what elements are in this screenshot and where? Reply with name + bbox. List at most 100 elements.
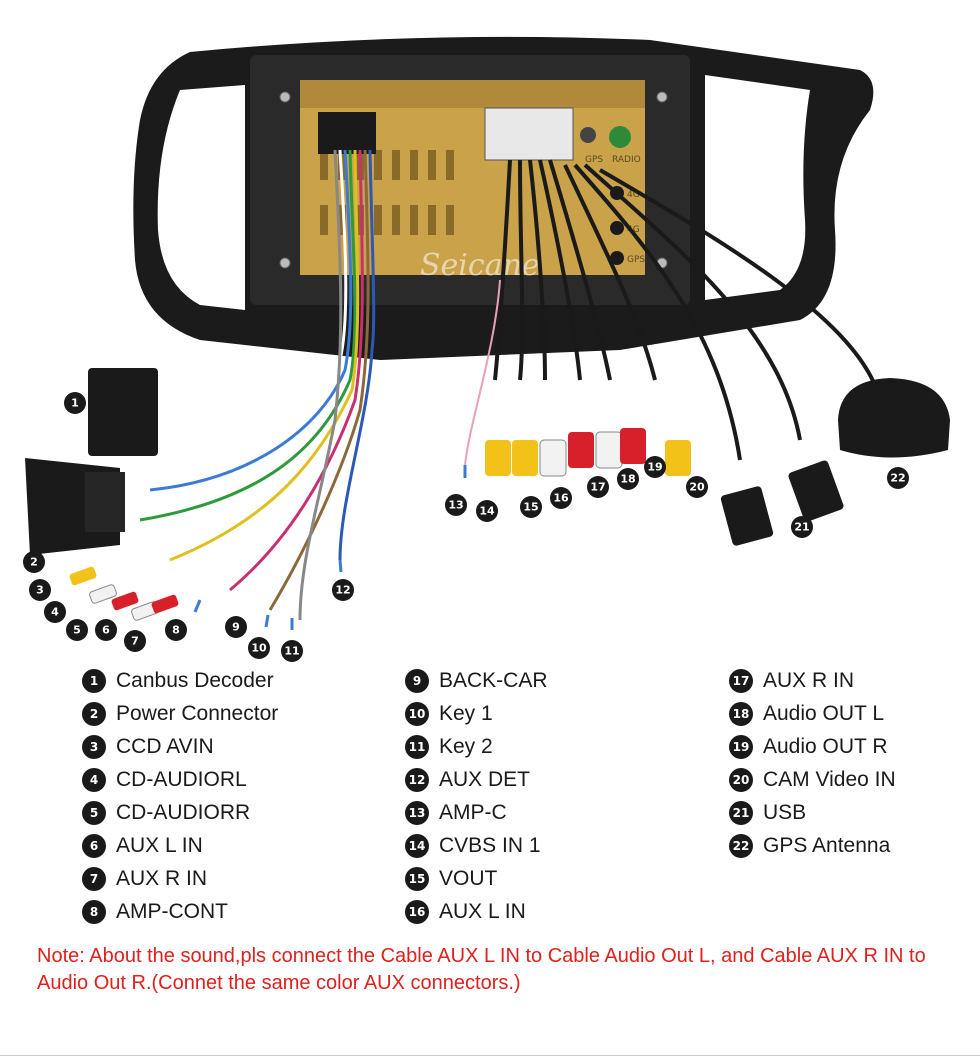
legend-badge: 5 xyxy=(82,800,106,825)
left-rca-connectors xyxy=(69,566,179,621)
svg-text:21: 21 xyxy=(794,521,809,534)
legend-badge: 1 xyxy=(82,668,106,693)
svg-text:18: 18 xyxy=(620,473,635,486)
legend-label: Audio OUT L xyxy=(763,701,885,725)
gps-antenna-body xyxy=(838,378,950,458)
panel-label: GPS xyxy=(585,155,603,165)
svg-text:15: 15 xyxy=(523,501,538,514)
legend-badge: 17 xyxy=(729,668,753,693)
svg-text:22: 22 xyxy=(890,472,905,485)
bezel-right-cutout xyxy=(705,75,810,300)
svg-text:4: 4 xyxy=(51,606,59,619)
legend-label: CAM Video IN xyxy=(763,767,896,791)
badge-21: 21 xyxy=(791,516,813,538)
legend-badge: 8 xyxy=(82,899,106,924)
svg-text:7: 7 xyxy=(131,635,139,648)
legend-badge: 20 xyxy=(729,767,753,792)
legend-badge: 21 xyxy=(729,800,753,825)
badge-17: 17 xyxy=(587,476,609,498)
legend-badge: 7 xyxy=(82,866,106,891)
radio-port xyxy=(609,126,631,148)
power-connector-plug xyxy=(85,472,125,532)
legend-badge: 15 xyxy=(405,866,429,891)
svg-text:8: 8 xyxy=(172,624,180,637)
legend-label: USB xyxy=(763,800,807,824)
badge-15: 15 xyxy=(520,496,542,518)
legend-label: CCD AVIN xyxy=(116,734,214,758)
svg-text:14: 14 xyxy=(479,505,495,518)
legend-item: 22 GPS Antenna xyxy=(729,829,896,862)
svg-text:9: 9 xyxy=(232,621,240,634)
legend-item: 5 CD-AUDIORR xyxy=(82,796,278,829)
svg-text:5: 5 xyxy=(73,624,81,637)
legend-label: AMP-C xyxy=(439,800,507,824)
badge-2: 2 xyxy=(23,551,45,573)
badge-18: 18 xyxy=(617,468,639,490)
svg-text:2: 2 xyxy=(30,556,38,569)
badge-10: 10 xyxy=(248,637,270,659)
badge-3: 3 xyxy=(29,579,51,601)
legend-item: 8 AMP-CONT xyxy=(82,895,278,928)
legend-badge: 2 xyxy=(82,701,106,726)
panel-top-vents xyxy=(300,80,645,108)
svg-text:16: 16 xyxy=(553,492,569,505)
badge-14: 14 xyxy=(476,500,498,522)
badge-9: 9 xyxy=(225,616,247,638)
badge-7: 7 xyxy=(124,630,146,652)
legend-label: AMP-CONT xyxy=(116,899,228,923)
aux-wire-bundle xyxy=(493,159,882,461)
legend-badge: 6 xyxy=(82,833,106,858)
legend-item: 6 AUX L IN xyxy=(82,829,278,862)
legend-item: 19 Audio OUT R xyxy=(729,730,896,763)
legend-badge: 9 xyxy=(405,668,429,693)
badge-13: 13 xyxy=(445,494,467,516)
sound-connection-note: Note: About the sound,pls connect the Ca… xyxy=(37,945,926,994)
port-gps-2 xyxy=(610,251,624,265)
legend-label: AUX R IN xyxy=(763,668,855,692)
badge-11: 11 xyxy=(281,640,303,662)
badge-20: 20 xyxy=(686,476,708,498)
svg-text:19: 19 xyxy=(647,461,662,474)
legend-label: AUX L IN xyxy=(439,899,526,923)
legend-item: 20 CAM Video IN xyxy=(729,763,896,796)
legend-label: Canbus Decoder xyxy=(116,668,274,692)
legend-label: CD-AUDIORR xyxy=(116,800,251,824)
legend-label: Audio OUT R xyxy=(763,734,888,758)
legend-item: 17 AUX R IN xyxy=(729,664,896,697)
legend-badge: 22 xyxy=(729,833,753,858)
badge-4: 4 xyxy=(44,601,66,623)
bezel-left-cutout xyxy=(157,85,245,310)
legend-item: 14 CVBS IN 1 xyxy=(405,829,548,862)
svg-text:11: 11 xyxy=(284,645,299,658)
main-wire-bundle xyxy=(139,149,376,621)
port-4g-2 xyxy=(610,221,624,235)
canbus-decoder-box xyxy=(88,368,158,456)
badge-22: 22 xyxy=(887,467,909,489)
legend-label: Key 2 xyxy=(439,734,493,758)
panel-label: RADIO xyxy=(612,155,641,165)
legend-label: GPS Antenna xyxy=(763,833,891,857)
panel-label: GPS xyxy=(627,255,645,265)
legend-label: BACK-CAR xyxy=(439,668,548,692)
legend-badge: 14 xyxy=(405,833,429,858)
legend-label: AUX L IN xyxy=(116,833,203,857)
legend-label: CVBS IN 1 xyxy=(439,833,541,857)
wiring-diagram: GPS RADIO 4G 4G GPS Seicane xyxy=(23,36,950,662)
legend-item: 9 BACK-CAR xyxy=(405,664,548,697)
gps-port xyxy=(580,127,596,143)
legend-badge: 19 xyxy=(729,734,753,759)
badge-6: 6 xyxy=(95,619,117,641)
svg-text:10: 10 xyxy=(251,642,267,655)
legend-label: AUX R IN xyxy=(116,866,208,890)
panel-label: 4G xyxy=(627,225,640,235)
svg-text:13: 13 xyxy=(448,499,463,512)
